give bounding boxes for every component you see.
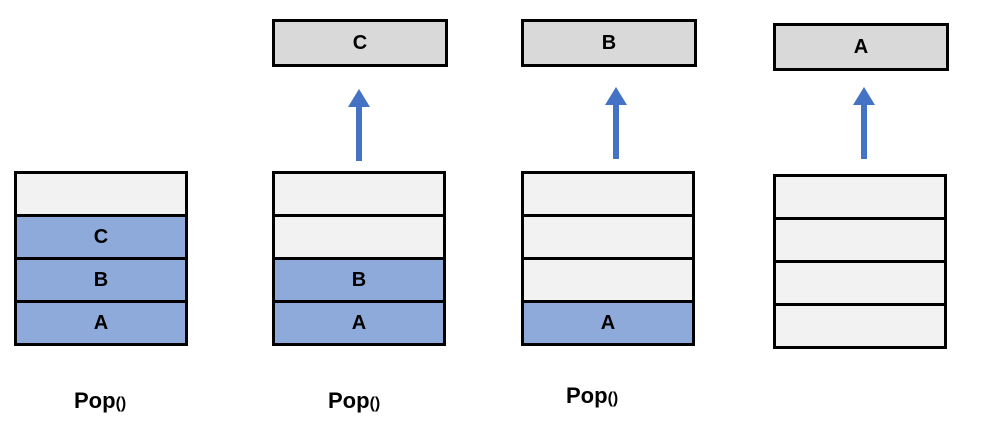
stack-2-item-b: B — [272, 257, 446, 303]
popped-item-a: A — [773, 23, 949, 71]
stack-4-slot-3 — [773, 217, 947, 263]
pop-arrow-2 — [348, 89, 370, 161]
pop-label-3: Pop() — [566, 383, 618, 409]
stack-2: B A — [272, 171, 446, 346]
popped-item-b: B — [521, 19, 697, 67]
stack-1-slot-top — [14, 171, 188, 217]
stack-2-slot-3 — [272, 214, 446, 260]
pop-label-2: Pop() — [328, 388, 380, 414]
stack-2-item-a: A — [272, 300, 446, 346]
stack-1-item-c: C — [14, 214, 188, 260]
stack-4 — [773, 174, 947, 349]
pop-label-3-paren: () — [607, 390, 619, 407]
stack-2-slot-4 — [272, 171, 446, 217]
stack-1-item-b: B — [14, 257, 188, 303]
pop-arrow-3 — [605, 87, 627, 159]
stack-3: A — [521, 171, 695, 346]
pop-label-3-text: Pop — [566, 383, 608, 408]
pop-label-1-text: Pop — [74, 388, 116, 413]
pop-label-2-paren: () — [369, 395, 381, 412]
pop-label-1-paren: () — [115, 395, 127, 412]
pop-arrow-4 — [853, 87, 875, 159]
stack-1: C B A — [14, 171, 188, 346]
stack-3-slot-2 — [521, 257, 695, 303]
stack-3-item-a: A — [521, 300, 695, 346]
popped-item-c: C — [272, 19, 448, 67]
stack-3-slot-4 — [521, 171, 695, 217]
stack-4-slot-4 — [773, 174, 947, 220]
stack-4-slot-2 — [773, 260, 947, 306]
pop-label-2-text: Pop — [328, 388, 370, 413]
pop-label-1: Pop() — [74, 388, 126, 414]
stack-3-slot-3 — [521, 214, 695, 260]
stack-1-item-a: A — [14, 300, 188, 346]
stack-4-slot-1 — [773, 303, 947, 349]
